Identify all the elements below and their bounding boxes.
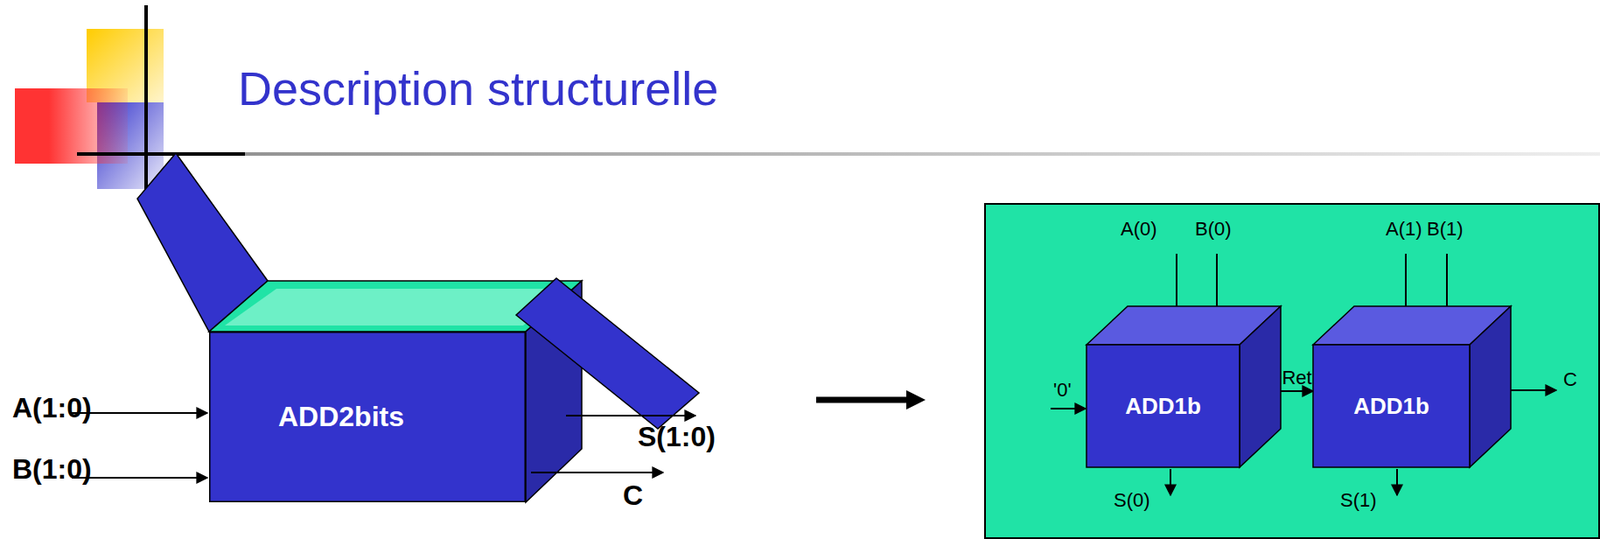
signal-name: S(1) xyxy=(1340,489,1377,511)
input-wire xyxy=(71,476,208,479)
signal-name: A(0) xyxy=(1120,218,1158,240)
output-wire xyxy=(1510,389,1557,392)
signal-name: B(1:0) xyxy=(12,454,92,485)
detail-panel xyxy=(985,203,1600,538)
box-lid xyxy=(516,278,699,429)
carry-wire xyxy=(1050,407,1086,410)
big-arrow xyxy=(816,397,910,404)
deco-line xyxy=(144,5,148,195)
adder-cube: ADD1b xyxy=(1086,306,1281,468)
carry-connector xyxy=(1280,390,1314,392)
signal-name: A(1) xyxy=(1385,218,1423,240)
block-outline xyxy=(1086,306,1281,468)
signal-name: C xyxy=(622,480,643,511)
output-wire xyxy=(531,471,664,474)
title-rule xyxy=(78,152,1600,156)
deco-line xyxy=(76,152,245,156)
block-outline xyxy=(1313,306,1511,468)
box-inside xyxy=(224,288,571,326)
big-arrow xyxy=(906,390,926,410)
signal-name: A(1:0) xyxy=(12,392,92,424)
signal-name: B(1) xyxy=(1426,218,1464,240)
block-name: ADD1b xyxy=(1124,393,1202,420)
signal-name: B(0) xyxy=(1194,218,1232,240)
signal-name: C xyxy=(1563,369,1578,391)
output-wire xyxy=(1396,468,1398,496)
signal-name: S(1:0) xyxy=(637,421,716,453)
output-wire xyxy=(565,414,696,417)
adder-cube: ADD1b xyxy=(1313,306,1511,468)
output-wire xyxy=(1169,468,1172,496)
adder-box: ADD2bits xyxy=(209,331,526,503)
connector-label: Ret xyxy=(1281,367,1312,389)
input-wire xyxy=(71,412,208,414)
block-name: ADD1b xyxy=(1353,393,1430,420)
signal-name: S(0) xyxy=(1113,489,1151,511)
slide-title: Description structurelle xyxy=(237,62,719,115)
signal-name: '0' xyxy=(1053,379,1072,401)
block-name: ADD2bits xyxy=(278,401,405,433)
